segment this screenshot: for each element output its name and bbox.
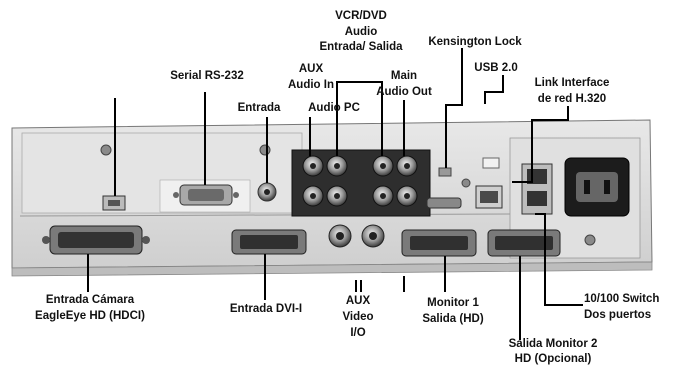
label-vcr-dvd-line1: VCR/DVD [335, 10, 387, 22]
leader-vcr-dvd [336, 81, 383, 156]
dvi-in-port [231, 229, 307, 255]
leader-lines [87, 48, 583, 340]
audio-pc-jack [257, 182, 277, 202]
label-link-line2: de red H.320 [537, 93, 607, 105]
label-monitor1-line2: Salida (HD) [422, 313, 484, 325]
leader-switch [535, 213, 583, 306]
serial-port [173, 184, 239, 206]
ethernet-ports [521, 163, 553, 215]
label-aux-video-line2: Video [342, 311, 374, 323]
label-monitor1-line1: Monitor 1 [427, 297, 479, 309]
label-switch-line1: 10/100 Switch [584, 293, 660, 305]
label-switch-line2: Dos puertos [584, 309, 652, 321]
monitor2-port [487, 229, 561, 257]
label-vcr-dvd-line3: Entrada/ Salida [319, 41, 403, 53]
rca-audio-block [291, 149, 431, 217]
label-monitor2-line2: HD (Opcional) [514, 353, 592, 365]
label-camera-line1: Entrada Cámara [45, 294, 135, 306]
label-audio-pc: Audio PC [308, 102, 360, 114]
label-aux-audio-line1: AUX [298, 63, 324, 75]
kensington-slot [426, 167, 462, 209]
label-main-audio-line1: Main [390, 70, 418, 82]
hdci-port [42, 225, 150, 255]
label-usb: USB 2.0 [474, 62, 518, 74]
label-kensington-lock: Kensington Lock [428, 36, 522, 48]
label-link-line1: Link Interface [534, 77, 610, 89]
monitor1-port [401, 229, 477, 257]
label-aux-audio-line2: Audio In [288, 79, 334, 91]
label-camera-line2: EagleEye HD (HDCI) [35, 310, 145, 322]
power-inlet [564, 157, 630, 217]
leader-kensington [445, 48, 463, 168]
label-entrada: Entrada [237, 102, 281, 114]
label-aux-video-line3: I/O [350, 327, 366, 339]
leader-usb [484, 75, 504, 104]
label-serial: Serial RS-232 [170, 70, 244, 82]
usb-port [475, 157, 503, 209]
aux-video-ports [328, 224, 385, 248]
label-monitor2-line1: Salida Monitor 2 [508, 338, 598, 350]
label-dvi-in: Entrada DVI-I [229, 303, 303, 315]
label-vcr-dvd-line2: Audio [344, 26, 378, 38]
small-port [102, 195, 126, 211]
leader-link [512, 106, 569, 183]
label-main-audio-line2: Audio Out [376, 86, 432, 98]
label-aux-video-line1: AUX [345, 295, 371, 307]
